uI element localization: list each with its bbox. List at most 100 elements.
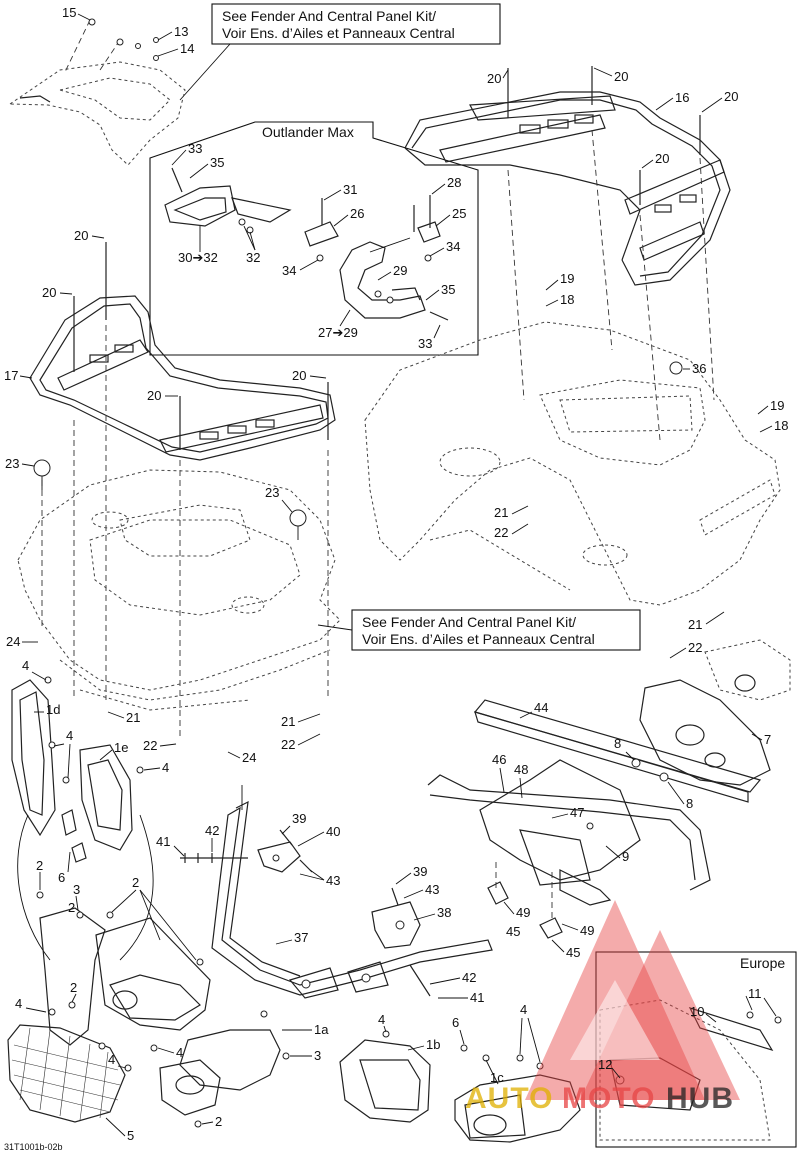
callout-21-d: 21 <box>281 714 295 729</box>
callout-24-b: 24 <box>242 750 256 765</box>
watermark-hub: HUB <box>666 1082 734 1115</box>
part-fender-top-left <box>8 18 186 166</box>
callout-13: 13 <box>174 24 188 39</box>
callout-1c: 1c <box>490 1070 504 1085</box>
part-front-rack <box>29 242 336 740</box>
part-front-panels <box>7 891 290 1128</box>
callout-25: 25 <box>452 206 466 221</box>
callout-2-d: 2 <box>70 980 77 995</box>
callout-1d: 1d <box>46 702 60 717</box>
note-fender-kit-mid-line2: Voir Ens. d’Ailes et Panneaux Central <box>362 631 595 647</box>
callout-8-a: 8 <box>614 736 621 751</box>
callout-43-b: 43 <box>425 882 439 897</box>
callout-45-b: 45 <box>566 945 580 960</box>
callout-32: 32 <box>246 250 260 265</box>
callout-45-a: 45 <box>506 924 520 939</box>
callout-16: 16 <box>675 90 689 105</box>
callout-9: 9 <box>622 849 629 864</box>
callout-46: 46 <box>492 752 506 767</box>
callout-49-a: 49 <box>516 905 530 920</box>
callout-49-b: 49 <box>580 923 594 938</box>
callout-23-a: 23 <box>5 456 19 471</box>
note-fender-kit-top: See Fender And Central Panel Kit/ Voir E… <box>179 3 501 101</box>
callout-21-b: 21 <box>688 617 702 632</box>
part-max-handles <box>164 167 449 321</box>
callout-41-a: 41 <box>156 834 170 849</box>
callout-18-b: 18 <box>774 418 788 433</box>
callout-2-e: 2 <box>215 1114 222 1129</box>
callout-1a: 1a <box>314 1022 329 1037</box>
callout-40: 40 <box>326 824 340 839</box>
callout-20-h: 20 <box>147 388 161 403</box>
callout-43-a: 43 <box>326 873 340 888</box>
callout-26: 26 <box>350 206 364 221</box>
callout-15: 15 <box>62 5 76 20</box>
callout-33-b: 33 <box>418 336 432 351</box>
part-rear-bumper <box>427 639 791 939</box>
callout-6-b: 6 <box>452 1015 459 1030</box>
callout-41-b: 41 <box>470 990 484 1005</box>
callout-4-g: 4 <box>378 1012 385 1027</box>
part-side-panels-left <box>11 676 154 961</box>
callout-30-32: 30➔32 <box>178 250 218 265</box>
callout-20-b: 20 <box>614 69 628 84</box>
note-fender-kit-mid: See Fender And Central Panel Kit/ Voir E… <box>317 609 641 651</box>
callout-4-d: 4 <box>15 996 22 1011</box>
callout-36: 36 <box>692 361 706 376</box>
callout-2-b: 2 <box>68 900 75 915</box>
outlander-max-box: Outlander Max <box>149 121 479 356</box>
callout-5: 5 <box>127 1128 134 1143</box>
callout-47: 47 <box>570 805 584 820</box>
callout-34-a: 34 <box>446 239 460 254</box>
callout-35-a: 35 <box>210 155 224 170</box>
callout-11: 11 <box>748 986 762 1001</box>
note-fender-kit-mid-line1: See Fender And Central Panel Kit/ <box>362 614 576 630</box>
callout-3-b: 3 <box>314 1048 321 1063</box>
callout-20-c: 20 <box>724 89 738 104</box>
callout-23-b: 23 <box>265 485 279 500</box>
part-rear-fender <box>364 321 781 606</box>
callout-19-b: 19 <box>770 398 784 413</box>
grille-mesh <box>11 1027 121 1121</box>
callout-1e: 1e <box>114 740 128 755</box>
callout-42-b: 42 <box>462 970 476 985</box>
callout-12: 12 <box>598 1057 612 1072</box>
watermark-auto: AUTO <box>465 1082 553 1115</box>
callout-20-g: 20 <box>292 368 306 383</box>
callout-8-b: 8 <box>686 796 693 811</box>
callout-4-h: 4 <box>520 1002 527 1017</box>
callout-22-b: 22 <box>688 640 702 655</box>
callout-22-a: 22 <box>494 525 508 540</box>
note-fender-kit-top-line1: See Fender And Central Panel Kit/ <box>222 8 436 24</box>
europe-inset: Europe <box>595 951 797 1148</box>
part-side-panels-right <box>339 1030 581 1143</box>
callout-18-a: 18 <box>560 292 574 307</box>
callout-37: 37 <box>294 930 308 945</box>
callout-38: 38 <box>437 905 451 920</box>
callout-39-a: 39 <box>292 811 306 826</box>
drawing-number: 31T1001b-02b <box>4 1142 63 1152</box>
callout-4-b: 4 <box>66 728 73 743</box>
callout-22-d: 22 <box>281 737 295 752</box>
callout-21-c: 21 <box>126 710 140 725</box>
callout-17: 17 <box>4 368 18 383</box>
europe-label: Europe <box>740 955 785 971</box>
callout-35-b: 35 <box>441 282 455 297</box>
callout-3-a: 3 <box>73 882 80 897</box>
callout-27-29: 27➔29 <box>318 325 358 340</box>
callout-33-a: 33 <box>188 141 202 156</box>
callout-19-a: 19 <box>560 271 574 286</box>
callout-4-e: 4 <box>176 1045 183 1060</box>
part-rear-rack <box>404 66 731 441</box>
note-fender-kit-top-line2: Voir Ens. d’Ailes et Panneaux Central <box>222 25 455 41</box>
callout-28: 28 <box>447 175 461 190</box>
callout-2-c: 2 <box>132 875 139 890</box>
watermark-logo: AUTO MOTO HUB <box>465 900 740 1115</box>
callout-4-a: 4 <box>22 658 29 673</box>
callout-2-a: 2 <box>36 858 43 873</box>
callout-42-a: 42 <box>205 823 219 838</box>
callout-39-b: 39 <box>413 864 427 879</box>
part-front-bumper-bar <box>180 785 493 999</box>
callout-34-b: 34 <box>282 263 296 278</box>
